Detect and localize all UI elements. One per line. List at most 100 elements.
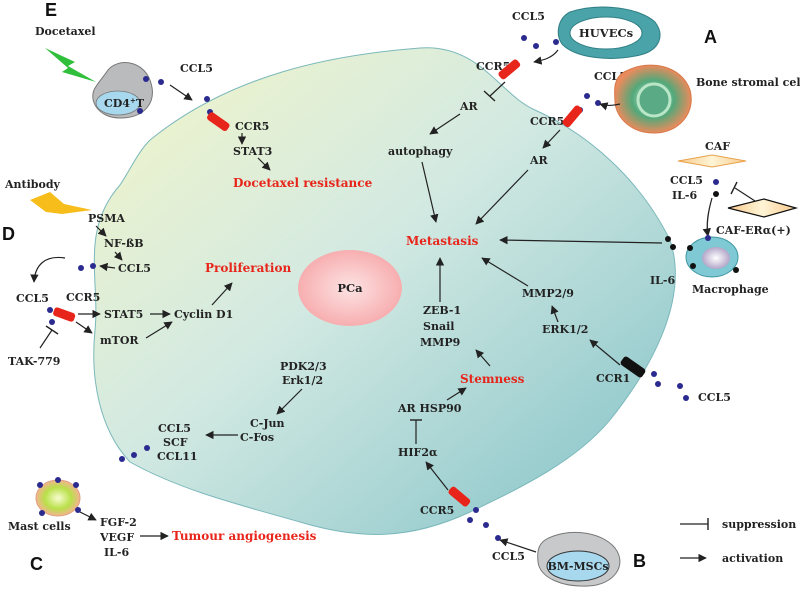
huvecs-label: HUVECs [579,26,633,40]
arrow [542,129,561,149]
ar-bone-label: AR [529,154,549,167]
ccl11-label: CCL11 [157,450,198,463]
fgf2-label: FGF-2 [100,516,137,529]
il6-ligand [687,245,693,251]
metastasis-label: Metastasis [406,234,479,248]
il6-mac-label: IL-6 [650,274,675,287]
inhibition-line [39,329,53,349]
stat3-label: STAT3 [233,145,272,158]
arrow [550,305,559,323]
legend-activation-label: activation [722,552,783,565]
arrow [446,387,467,401]
docetaxel-resistance-label: Docetaxel resistance [233,176,373,190]
ccl5-ligand [119,456,125,462]
bone-stromal-nucleus [636,82,672,118]
ccl5-ccr1-label: CCL5 [698,391,731,404]
arrow [475,169,529,225]
il6-ligand [670,244,676,250]
arrow [113,251,123,261]
mast-granule [75,507,81,513]
arrow [211,282,233,306]
cd4-t: T [136,97,145,110]
ccr5-receptor [498,59,521,80]
ccr5-receptor [53,307,76,322]
ccl5-ligand [143,76,149,82]
snail-label: Snail [423,320,454,333]
ccl5-huvec-label: CCL5 [512,10,545,23]
scf-label: SCF [163,436,188,449]
ccr5-receptor [562,105,583,128]
cd4-label: CD4 [104,97,130,110]
arrow [481,257,529,287]
proliferation-label: Proliferation [205,261,291,275]
arrow [589,339,621,366]
macrophage-nucleus [702,247,730,269]
hif2a-label: HIF2α [398,446,438,459]
mast-granule [55,477,61,483]
il6-caf-label: IL-6 [672,189,697,202]
panel-e-label: E [45,0,57,20]
ccl5-free-label: CCL5 [16,292,49,305]
ccl5-ligand [90,263,96,269]
panel-b-label: B [633,551,646,571]
tumour-angiogenesis-label: Tumour angiogenesis [172,529,317,543]
ar-hsp90-label: AR HSP90 [397,402,462,415]
macrophage-label: Macrophage [692,283,769,296]
bone-stromal-label: Bone stromal cells [696,76,800,89]
mast-granule [39,510,45,516]
ccl5-ligand [137,108,143,114]
inhibition-line [489,81,506,97]
huvec-nucleus [569,16,643,50]
psma-label: PSMA [88,212,125,225]
mast-granule [37,482,43,488]
arrow [99,262,116,272]
ccl5-ligand [713,179,719,185]
tak-779-label: TAK-779 [8,355,60,368]
pdk-label: PDK2/3 [280,360,327,373]
ccl5-ligand [204,96,210,102]
ccl5-label: CCL5 [180,62,213,75]
cd4-t-cell-nucleus [95,90,141,116]
ccl5-ligand [584,93,590,99]
arrow [169,84,193,101]
ccl5-caf-label: CCL5 [670,174,703,187]
ccl5-ligand [705,235,711,241]
inhibition-bar [730,181,738,195]
ccl5-ligand [158,79,164,85]
mast-granule [73,482,79,488]
arrow [276,388,303,415]
arrow [30,256,66,283]
ccl5-ligand [49,319,55,325]
zeb1-label: ZEB-1 [423,304,461,317]
ccl5-ligand [78,265,84,271]
caf-er-alpha-label: CAF-ERα(+) [716,224,791,237]
arrow [257,157,271,171]
arrow [499,538,537,553]
stemness-label: Stemness [460,372,525,386]
vegf-label: VEGF [99,531,134,544]
ccl5-ligand [533,43,539,49]
caf-label: CAF [705,140,730,153]
caf-cell [677,154,747,168]
arrow [75,321,93,334]
inhibition-bar [483,90,496,102]
ccl5-ligand [473,507,479,513]
il6-ligand [733,267,739,273]
ccl5-ligand [595,100,601,106]
mtor-label: mTOR [100,334,139,347]
arrow [79,511,97,521]
arrow [599,102,621,111]
il6-ligand [690,263,696,269]
ar-top-label: AR [459,100,479,113]
bm-mscs-label: BM-MSCs [547,560,608,573]
ccl5-ligand [651,371,657,377]
ccl5-ligand [655,381,661,387]
docetaxel-label: Docetaxel [35,25,96,38]
ccr5-bone-label: CCR5 [530,115,564,128]
arrow [425,461,449,491]
ccr5-label: CCR5 [235,120,269,133]
arrow [95,225,107,237]
pca-nucleus [298,250,402,326]
arrow [421,161,439,223]
